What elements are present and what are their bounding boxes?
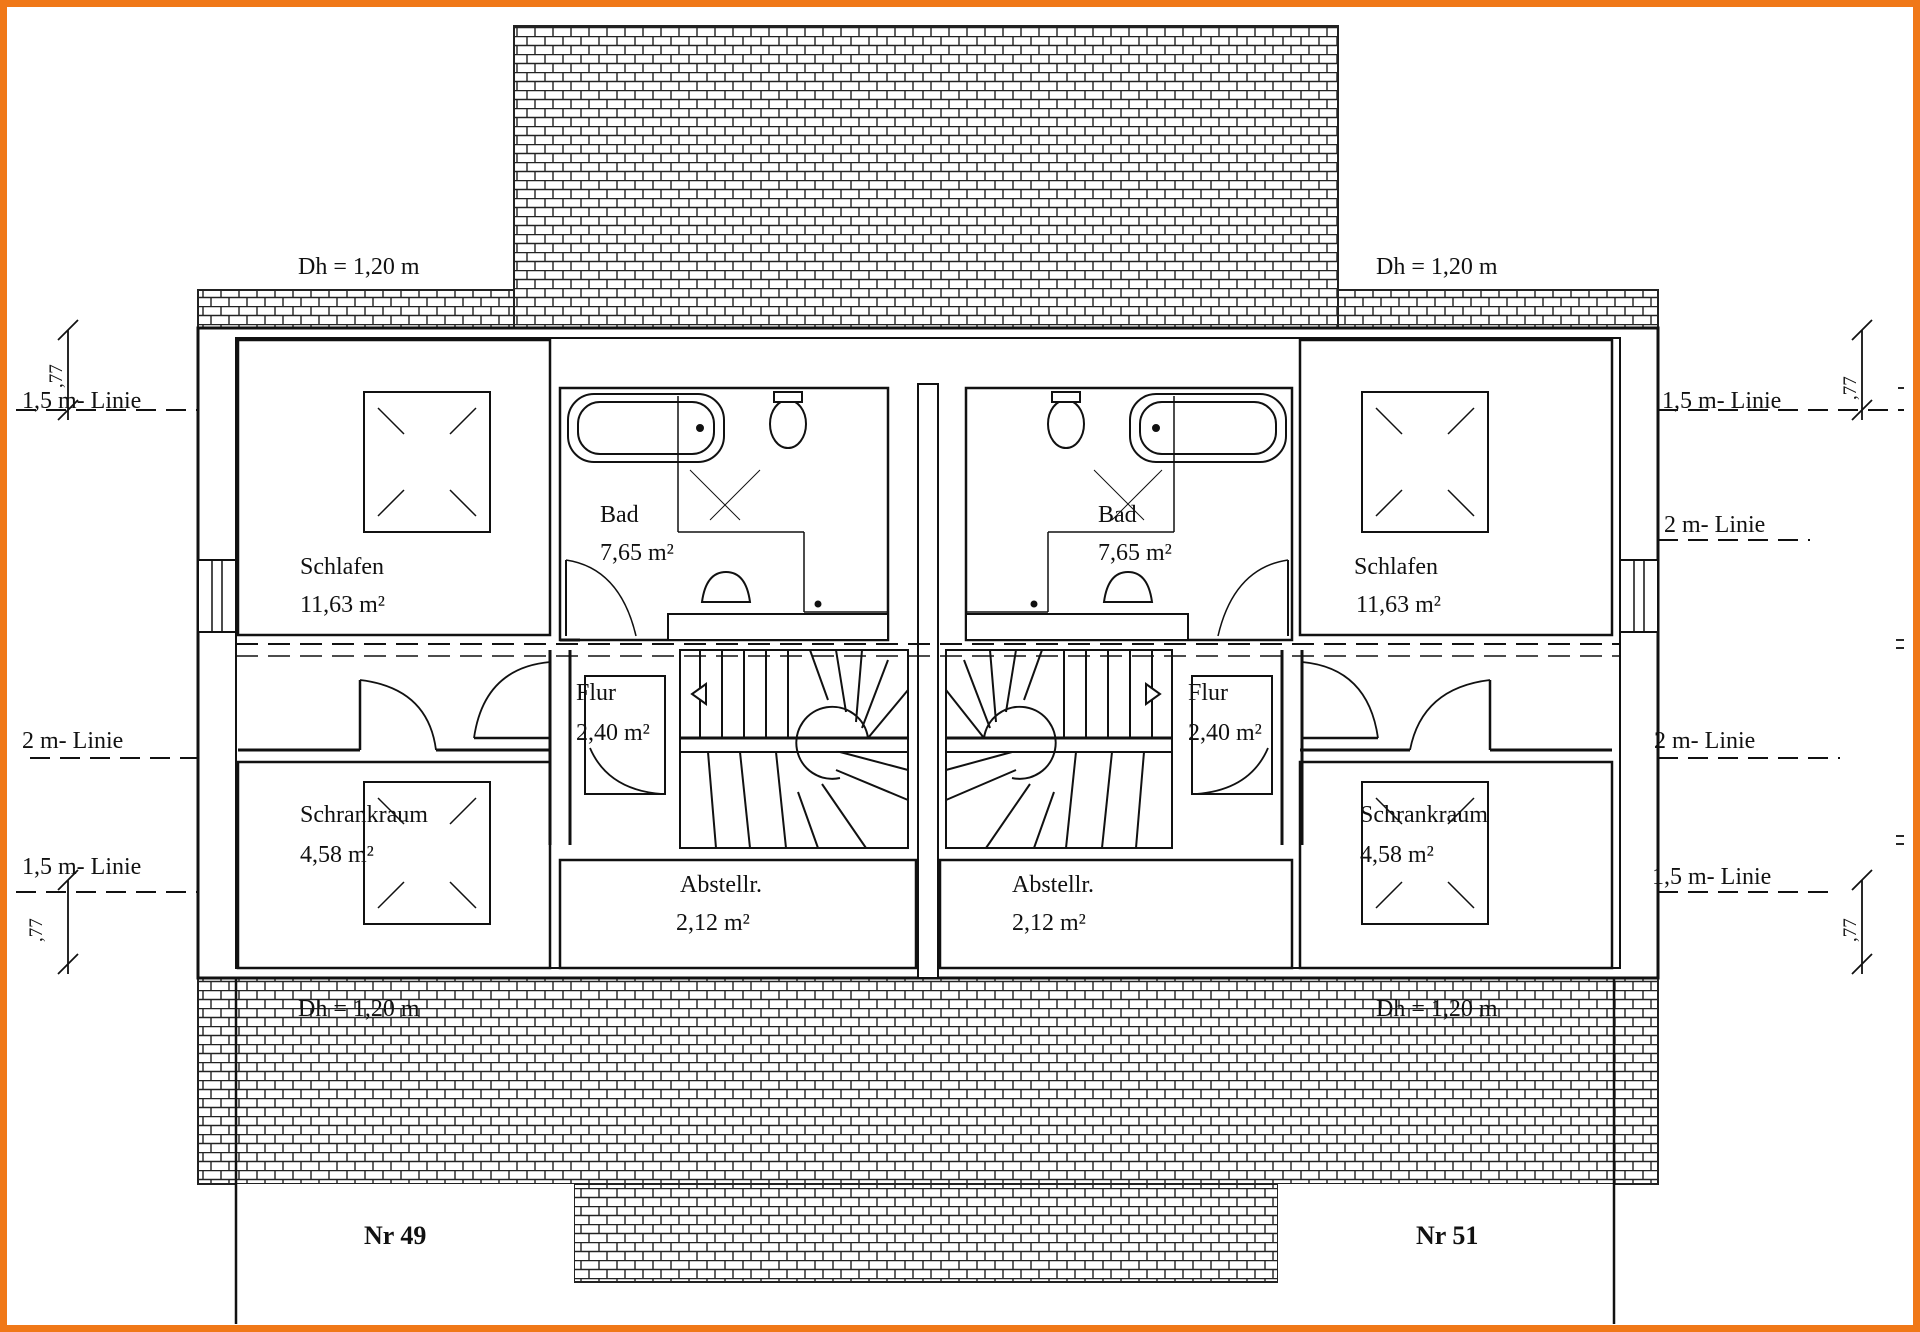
room-area-bad-right: 7,65 m² [1098, 540, 1172, 566]
room-label-schlafen-right: Schlafen [1354, 554, 1438, 580]
room-area-flur-right: 2,40 m² [1188, 720, 1262, 746]
linie-label-2-upper-right: 2 m- Linie [1664, 512, 1765, 538]
window [1619, 559, 1659, 633]
house-number-left: Nr 49 [364, 1221, 426, 1250]
room-schlafen-left [236, 338, 552, 637]
bathroom-fixtures-left [565, 391, 889, 641]
toilet-icon [1047, 399, 1085, 449]
skylight-icon [1361, 391, 1489, 533]
walls [196, 326, 1660, 980]
roof-height-label-bottom-right: Dh = 1,20 m [1376, 996, 1498, 1022]
skylight-icon [1361, 781, 1489, 925]
linie-label-2-left: 2 m- Linie [22, 728, 123, 754]
roof-height-label-top-right: Dh = 1,20 m [1376, 254, 1498, 280]
door-swing [473, 661, 551, 739]
door-swing [359, 679, 437, 751]
room-label-abstellr-right: Abstellr. [1012, 872, 1094, 898]
doors [358, 661, 1492, 795]
bathroom-fixtures-right [965, 391, 1289, 641]
room-area-abstellr-right: 2,12 m² [1012, 910, 1086, 936]
door-swing [565, 559, 637, 637]
room-label-flur-left: Flur [576, 680, 616, 706]
skylights [363, 391, 1489, 925]
door-swing [1409, 679, 1491, 751]
door-swing [1217, 559, 1289, 637]
room-area-schlafen-left: 11,63 m² [300, 592, 385, 618]
flur-box-left [584, 675, 666, 795]
room-area-flur-left: 2,40 m² [576, 720, 650, 746]
house-number-right: Nr 51 [1416, 1221, 1478, 1250]
sink-icon [700, 570, 752, 603]
linie-label-15-bottom-right: 1,5 m- Linie [1652, 864, 1771, 890]
skylight-icon [363, 391, 491, 533]
toilet-icon [769, 399, 807, 449]
window [197, 559, 237, 633]
linie-label-15-bottom-left: 1,5 m- Linie [22, 854, 141, 880]
room-abstellr-right [938, 858, 1294, 970]
roof [197, 25, 1659, 1283]
flur-box-right [1191, 675, 1273, 795]
bathtub-icon [567, 393, 725, 463]
skylight-icon [363, 781, 491, 925]
room-label-flur-right: Flur [1188, 680, 1228, 706]
room-label-bad-right: Bad [1098, 502, 1137, 528]
door-swing [1301, 661, 1379, 739]
roof-height-label-top-left: Dh = 1,20 m [298, 254, 420, 280]
dimension-label-top-left: ,77 [46, 364, 67, 388]
staircase-right [945, 649, 1173, 849]
dimension-label-top-right: ,77 [1840, 376, 1861, 400]
dimension-marks [57, 319, 1873, 975]
roof-top [513, 25, 1339, 387]
height-lines [16, 409, 1904, 893]
roof-bottom [197, 977, 1659, 1185]
roof-top-left-strip [197, 289, 515, 331]
roof-bottom-extension [573, 1183, 1279, 1283]
room-area-schlafen-right: 11,63 m² [1356, 592, 1441, 618]
room-abstellr-left [558, 858, 918, 970]
room-schlafen-right [1298, 338, 1614, 637]
room-label-bad-left: Bad [600, 502, 639, 528]
room-schrankraum-left [236, 760, 552, 970]
linie-label-15-top-left: 1,5 m- Linie [22, 388, 141, 414]
room-label-abstellr-left: Abstellr. [680, 872, 762, 898]
room-schrankraum-right [1298, 760, 1614, 970]
linie-label-2-lower-right: 2 m- Linie [1654, 728, 1755, 754]
room-label-schlafen-left: Schlafen [300, 554, 384, 580]
door-swing [589, 747, 663, 795]
bathtub-icon [1129, 393, 1287, 463]
roof-top-right-strip [1337, 289, 1659, 331]
dimension-label-bottom-right: ,77 [1840, 918, 1861, 942]
room-area-schrankraum-right: 4,58 m² [1360, 842, 1434, 868]
roof-height-label-bottom-left: Dh = 1,20 m [298, 996, 420, 1022]
dimension-label-bottom-left: ,77 [26, 918, 47, 942]
sink-icon [1102, 570, 1154, 603]
room-area-bad-left: 7,65 m² [600, 540, 674, 566]
staircase-left [679, 649, 909, 849]
linie-label-15-top-right: 1,5 m- Linie [1662, 388, 1781, 414]
room-label-schrankraum-left: Schrankraum [300, 802, 428, 828]
room-area-abstellr-left: 2,12 m² [676, 910, 750, 936]
door-swing [1195, 747, 1269, 795]
room-label-schrankraum-right: Schrankraum [1360, 802, 1488, 828]
room-area-schrankraum-left: 4,58 m² [300, 842, 374, 868]
